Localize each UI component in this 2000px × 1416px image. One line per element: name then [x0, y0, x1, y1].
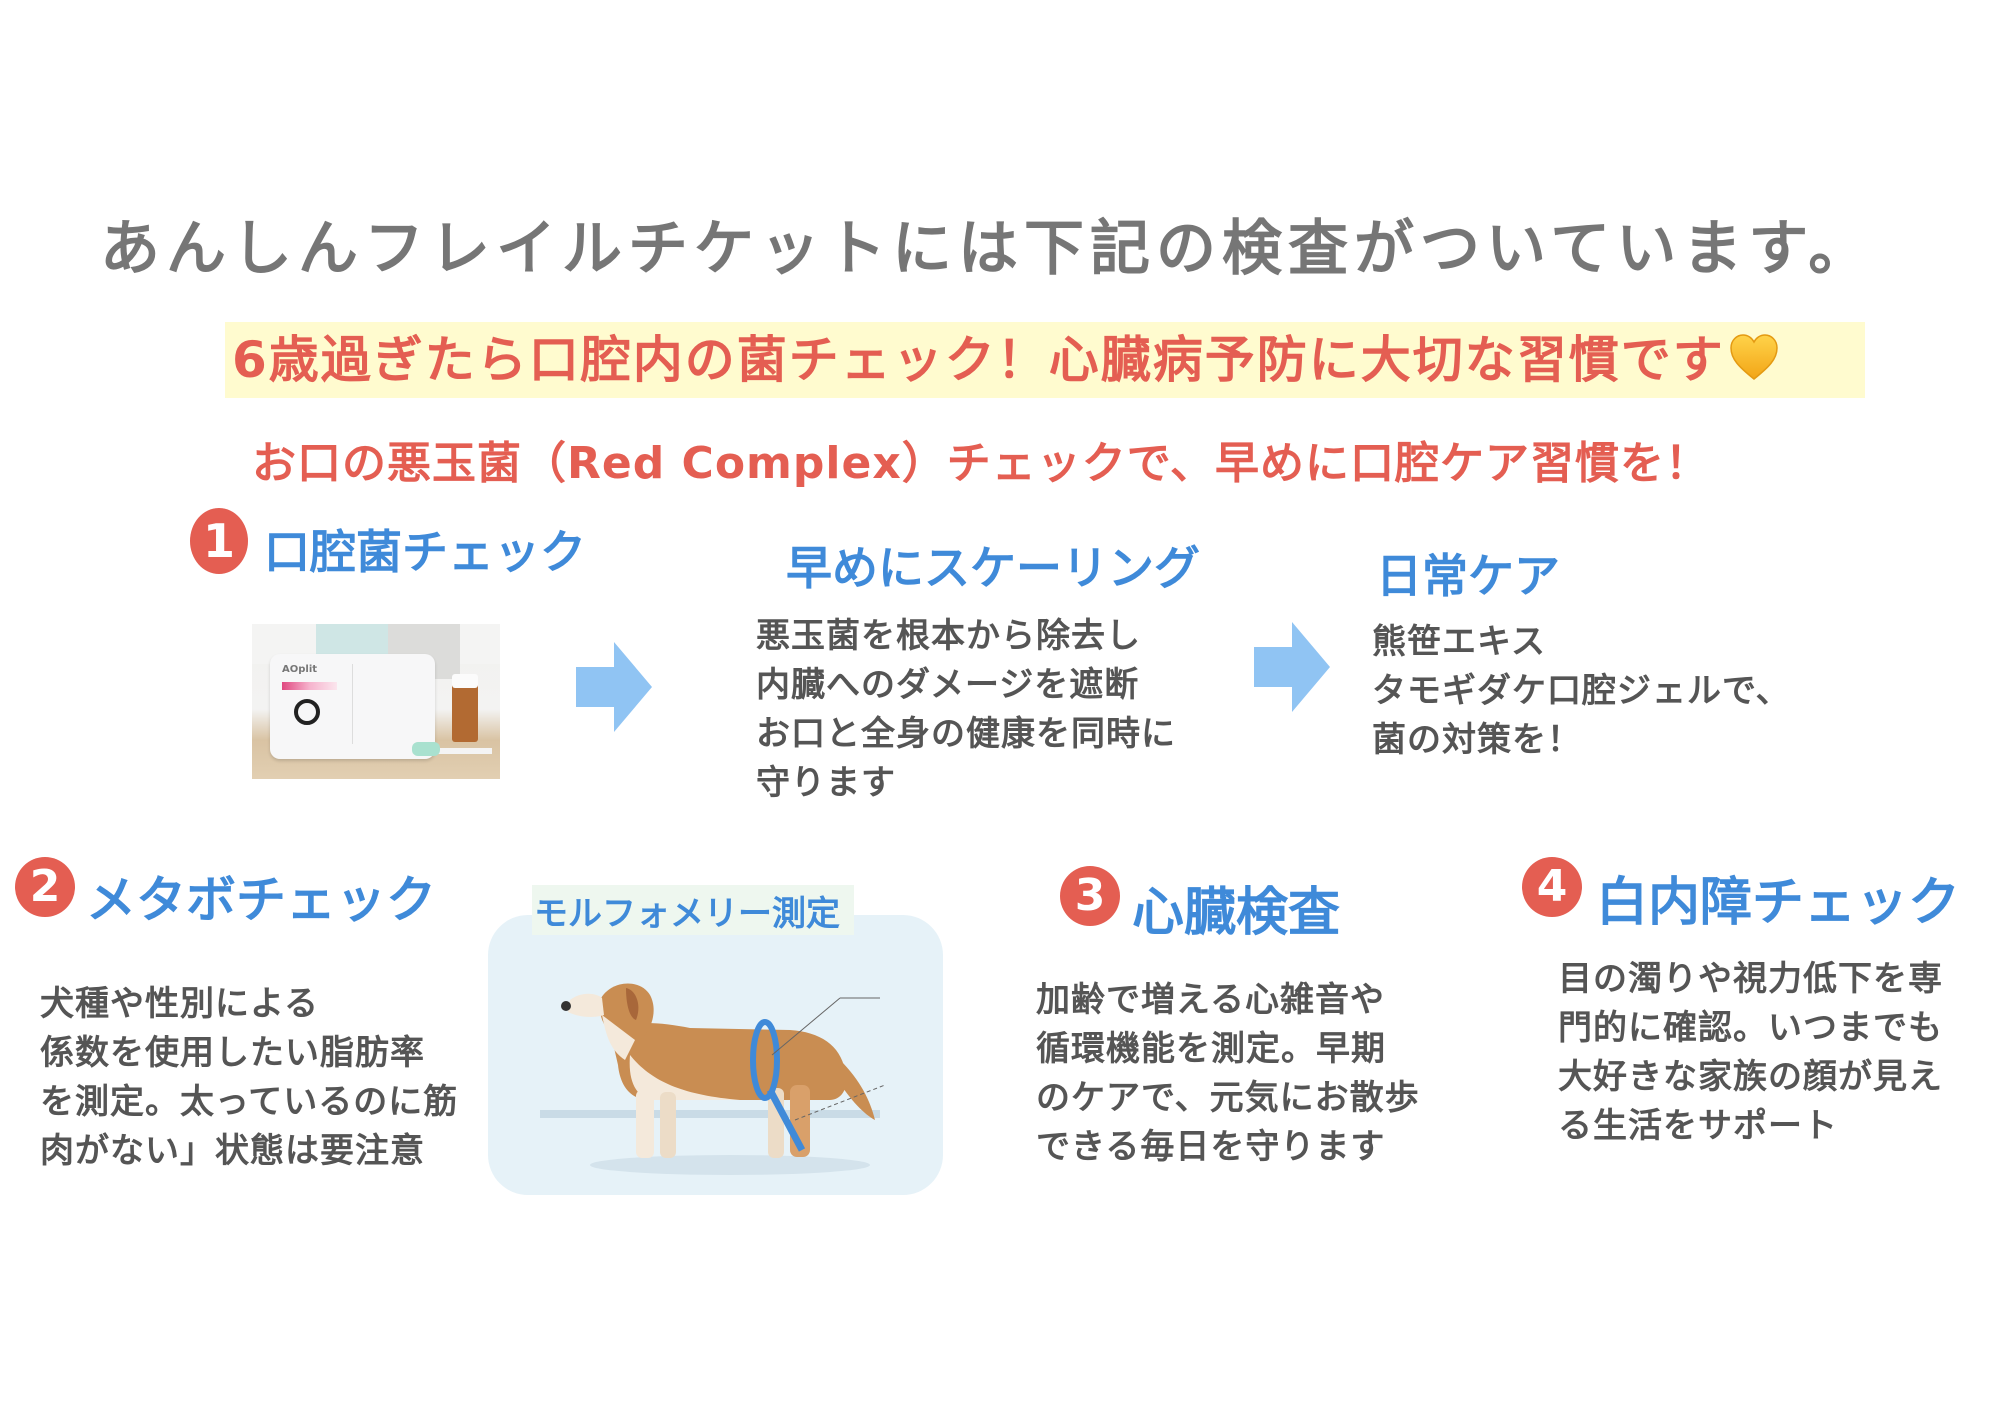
- check-number-4-badge: 4: [1522, 857, 1582, 917]
- right-arrow-icon: [1254, 622, 1332, 712]
- highlight-banner-bg: [225, 322, 1865, 398]
- step3-title: 日常ケア: [1376, 549, 1560, 603]
- check2-title: メタボチェック: [86, 871, 436, 929]
- dog-illustration: [540, 960, 920, 1184]
- step1-title: 口腔菌チェック: [264, 525, 586, 579]
- check-number-2-badge: 2: [15, 857, 75, 917]
- step-number-1-badge: 1: [190, 508, 248, 574]
- check3-body: 加齢で増える心雑音や 循環機能を測定。早期 のケアで、元気にお散歩 できる毎日を…: [1036, 980, 1420, 1167]
- figure-label: モルフォメリー測定: [534, 894, 840, 934]
- right-arrow-icon: [576, 642, 654, 732]
- check4-body: 目の濁りや視力低下を専 門的に確認。いつまでも 大好きな家族の顔が見え る生活を…: [1558, 959, 1943, 1146]
- figure-label-bg: [532, 885, 854, 935]
- step3-body: 熊笹エキス タモギダケ口腔ジェルで、 菌の対策を！: [1372, 622, 1791, 760]
- step2-title: 早めにスケーリング: [786, 541, 1200, 595]
- page-headline: あんしんフレイルチケットには下記の検査がついています。: [100, 214, 1875, 284]
- check-number-3-badge: 3: [1060, 866, 1120, 926]
- check4-title: 白内障チェック: [1596, 873, 1961, 933]
- test-kit-photo: AOplit: [252, 624, 500, 779]
- subheading: お口の悪玉菌（Red Complex）チェックで、早めに口腔ケア習慣を！: [252, 438, 1710, 489]
- banner-text: 6歳過ぎたら口腔内の菌チェック！心臓病予防に大切な習慣です: [232, 331, 1725, 389]
- test-plate: AOplit: [270, 654, 435, 759]
- check3-title: 心臓検査: [1132, 883, 1341, 943]
- highlight-banner: 6歳過ぎたら口腔内の菌チェック！心臓病予防に大切な習慣です: [232, 330, 1779, 390]
- step2-body: 悪玉菌を根本から除去し 内臓へのダメージを遮断 お口と全身の健康を同時に 守りま…: [756, 616, 1176, 803]
- yellow-heart-icon: [1729, 333, 1779, 383]
- check2-body: 犬種や性別による 係数を使用したい脂肪率 を測定。太っているのに筋 肉がない」状…: [40, 984, 459, 1171]
